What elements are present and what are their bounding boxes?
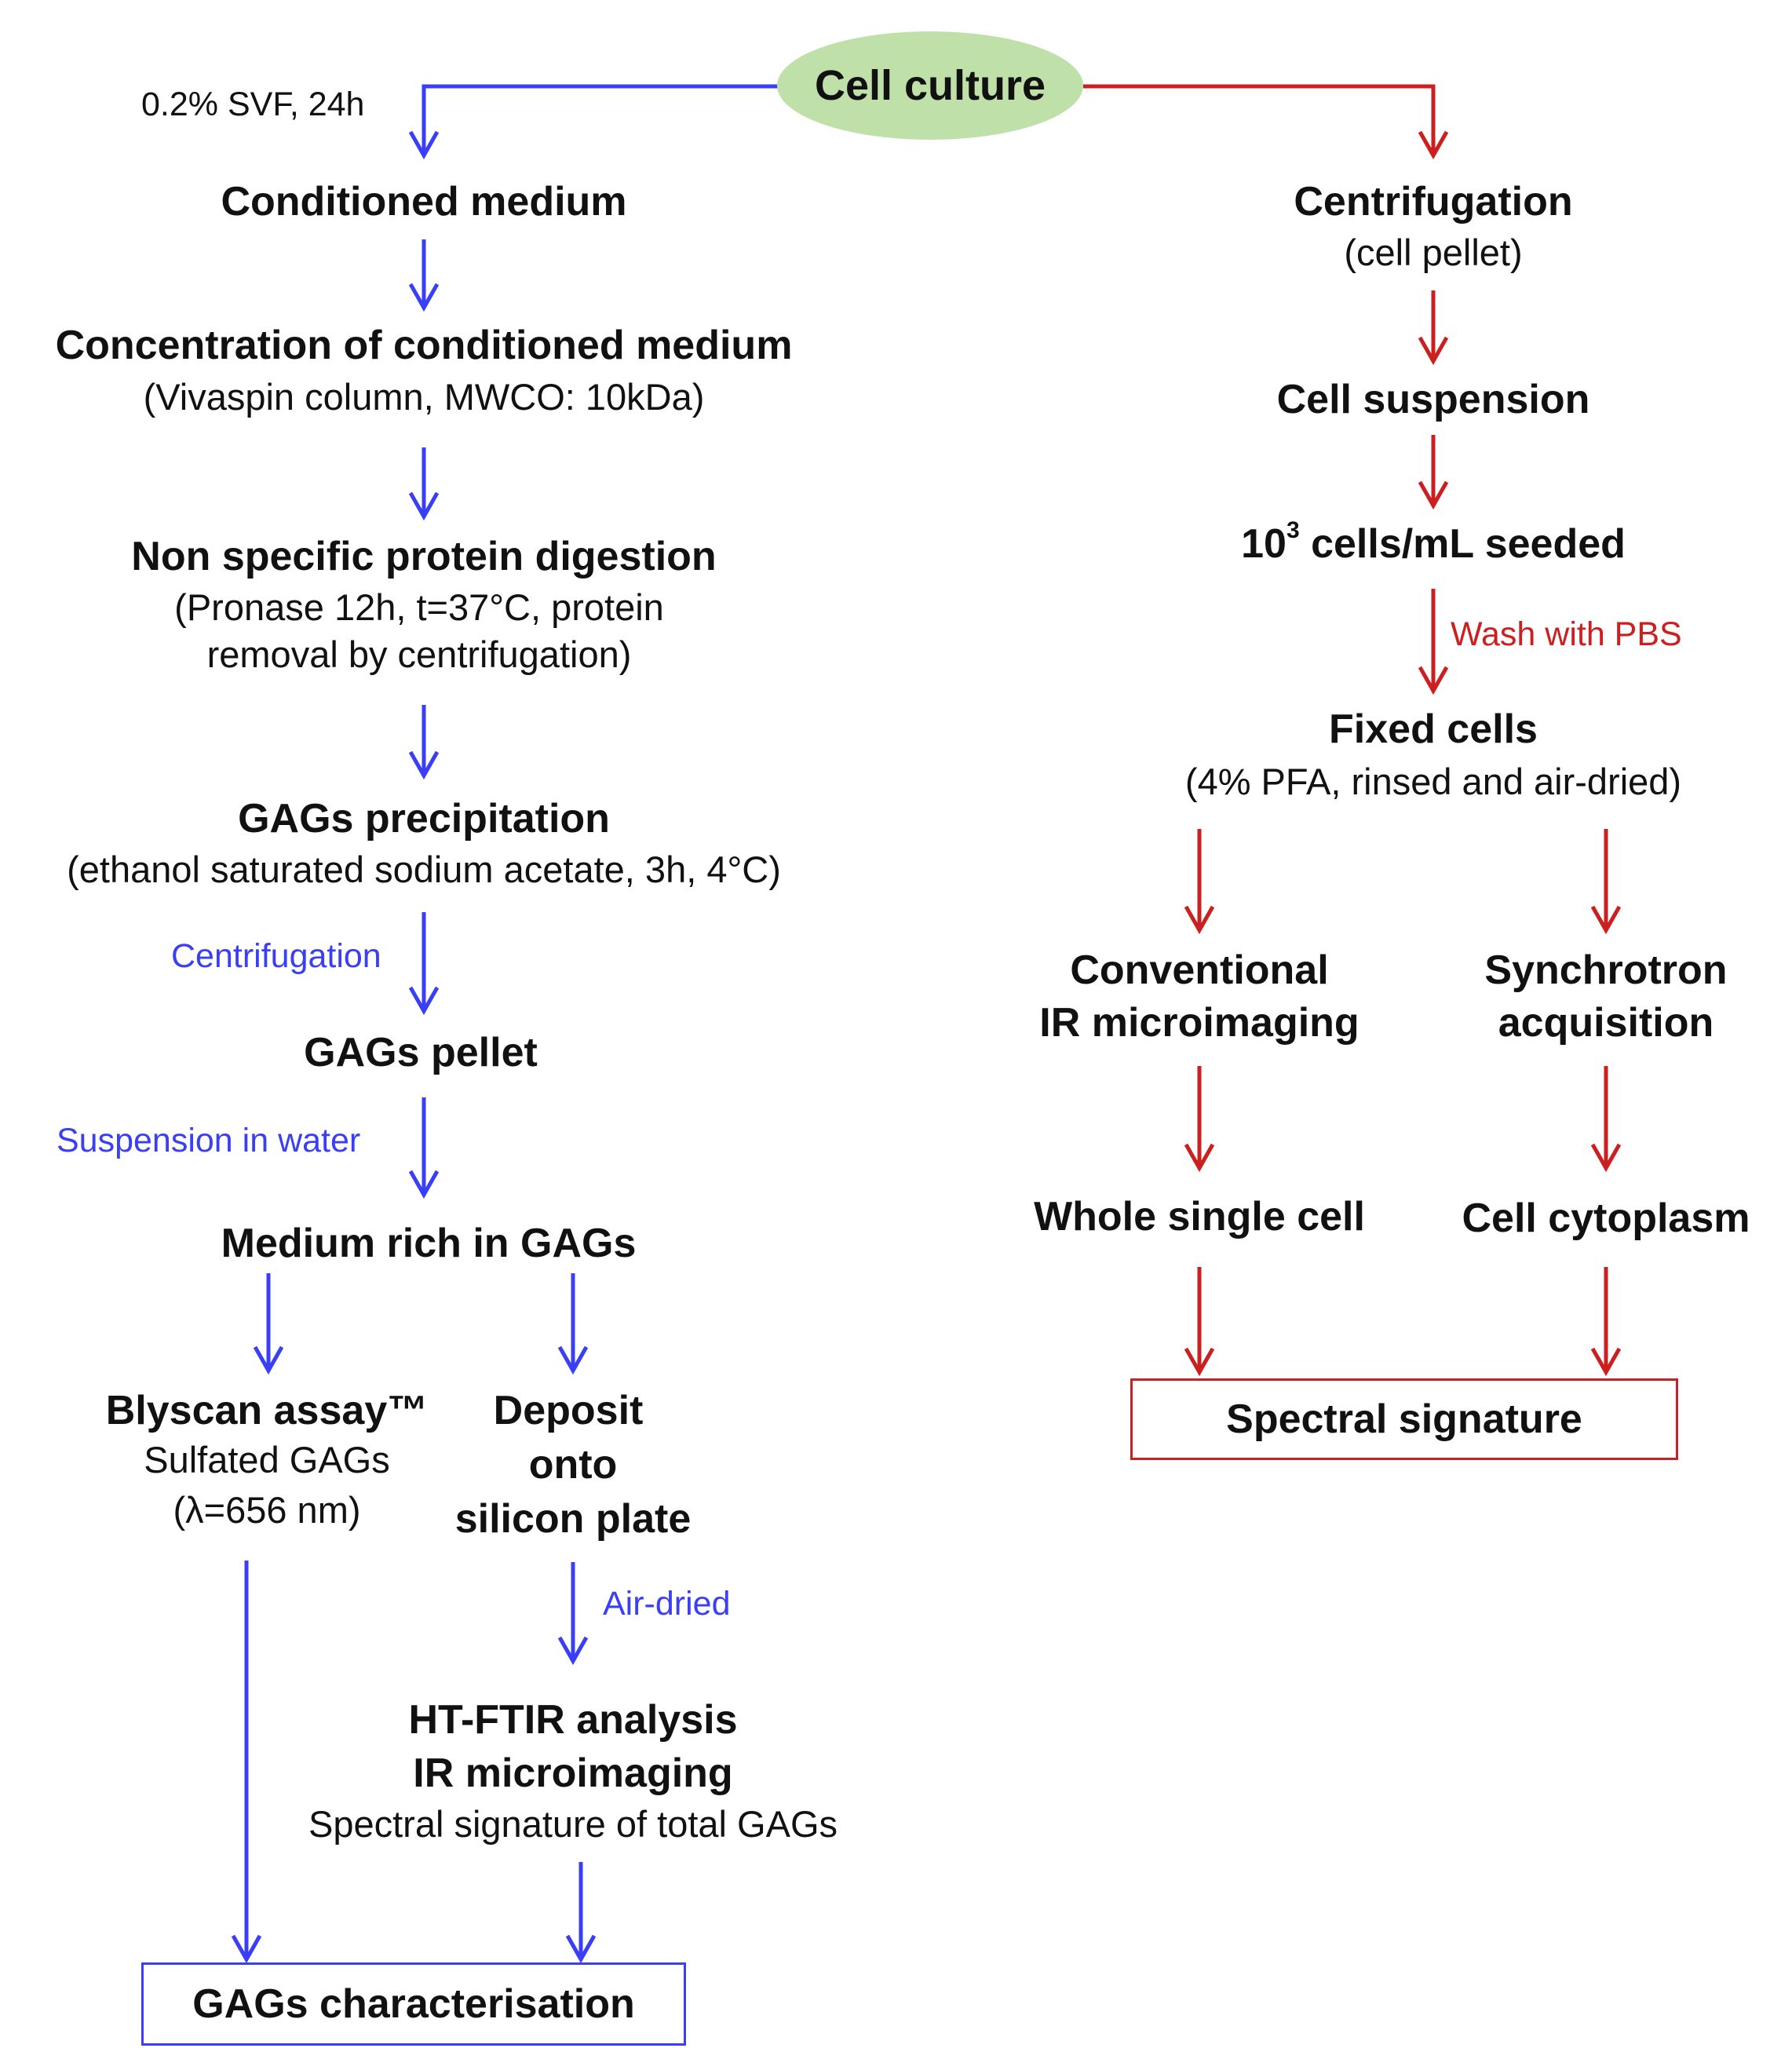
node-precipitation-title: GAGs precipitation <box>238 796 610 841</box>
node-concentration-detail: (Vivaspin column, MWCO: 10kDa) <box>143 376 705 418</box>
arrow-whole-cell-to-result-head <box>1184 1347 1215 1377</box>
label-wash-with-pbs: Wash with PBS <box>1451 615 1682 653</box>
arrow-to-cell-suspension-head <box>1418 336 1449 366</box>
cell-culture-label: Cell culture <box>814 62 1046 109</box>
connector-to-conditioned-medium <box>422 84 779 155</box>
node-blyscan-line-2: Sulfated GAGs <box>144 1439 390 1480</box>
arrow-cytoplasm-to-result-head <box>1590 1347 1622 1377</box>
connector-to-centrifugation <box>1083 84 1436 155</box>
arrow-to-cytoplasm-head <box>1590 1143 1622 1173</box>
arrow-to-fixed-cells-head <box>1418 666 1449 695</box>
seeded-rest: cells/mL seeded <box>1299 521 1626 567</box>
node-digestion-detail-2: removal by centrifugation) <box>206 633 632 675</box>
arrow-to-digestion-head <box>408 491 440 521</box>
node-whole-single-cell: Whole single cell <box>1034 1194 1365 1239</box>
node-conventional-line-2: IR microimaging <box>1039 1000 1360 1046</box>
node-blyscan-line-3: (λ=656 nm) <box>173 1489 361 1531</box>
node-precipitation-detail: (ethanol saturated sodium acetate, 3h, 4… <box>67 849 781 890</box>
arrow-to-conventional-head <box>1184 905 1215 935</box>
node-htftir-line-2: IR microimaging <box>413 1751 733 1796</box>
node-htftir-line-1: HT-FTIR analysis <box>408 1697 738 1743</box>
node-synchrotron-line-1: Synchrotron <box>1484 947 1728 993</box>
gags-characterisation-box: GAGs characterisation <box>141 1962 686 2046</box>
node-concentration-title: Concentration of conditioned medium <box>55 323 793 368</box>
seeded-base: 10 <box>1241 521 1287 567</box>
arrow-to-precipitation-head <box>408 750 440 780</box>
node-fixed-cells-detail: (4% PFA, rinsed and air-dried) <box>1184 761 1682 802</box>
label-centrifugation: Centrifugation <box>171 937 381 975</box>
label-air-dried: Air-dried <box>603 1585 731 1623</box>
node-fixed-cells-title: Fixed cells <box>1329 706 1538 752</box>
arrow-htftir-to-result-head <box>565 1934 597 1964</box>
node-blyscan-title: Blyscan assay™ <box>105 1388 429 1433</box>
arrow-to-htftir-head <box>557 1636 589 1666</box>
node-deposit-line-3: silicon plate <box>454 1496 692 1542</box>
seeded-exponent: 3 <box>1286 517 1300 543</box>
connector-to-conditioned-medium-head <box>408 130 440 160</box>
node-cell-suspension: Cell suspension <box>1276 377 1590 422</box>
arrow-to-whole-cell-head <box>1184 1143 1215 1173</box>
node-digestion-title: Non specific protein digestion <box>131 534 717 579</box>
node-centrifugation-detail: (cell pellet) <box>1344 232 1523 273</box>
arrow-to-synchrotron-head <box>1590 905 1622 935</box>
label-svf: 0.2% SVF, 24h <box>141 86 365 123</box>
arrow-to-blyscan-head <box>253 1345 284 1375</box>
node-conventional-line-1: Conventional <box>1070 947 1329 993</box>
spectral-signature-label: Spectral signature <box>1226 1396 1582 1442</box>
arrow-to-deposit-head <box>557 1345 589 1375</box>
label-suspension-in-water: Suspension in water <box>57 1122 361 1159</box>
cell-culture-node: Cell culture <box>777 31 1083 140</box>
node-cells-seeded: 103 cells/mL seeded <box>1241 517 1626 568</box>
arrow-to-gags-pellet-head <box>408 986 440 1016</box>
node-deposit-line-2: onto <box>528 1442 618 1488</box>
node-medium-rich: Medium rich in GAGs <box>221 1221 637 1266</box>
arrow-blyscan-to-result-head <box>231 1934 262 1964</box>
arrow-to-medium-rich-head <box>408 1170 440 1199</box>
arrow-to-concentration-head <box>408 283 440 312</box>
gags-characterisation-label: GAGs characterisation <box>192 1981 635 2027</box>
spectral-signature-box: Spectral signature <box>1130 1378 1678 1460</box>
node-cell-cytoplasm: Cell cytoplasm <box>1462 1196 1750 1241</box>
node-deposit-line-1: Deposit <box>493 1388 644 1433</box>
node-centrifugation-title: Centrifugation <box>1294 179 1573 225</box>
node-gags-pellet: GAGs pellet <box>304 1030 538 1075</box>
node-digestion-detail-1: (Pronase 12h, t=37°C, protein <box>174 586 664 628</box>
node-synchrotron-line-2: acquisition <box>1498 1000 1714 1046</box>
connector-to-centrifugation-head <box>1418 130 1449 160</box>
node-conditioned-medium: Conditioned medium <box>221 179 627 225</box>
arrow-to-seeded-head <box>1418 480 1449 510</box>
node-htftir-line-3: Spectral signature of total GAGs <box>308 1803 838 1845</box>
